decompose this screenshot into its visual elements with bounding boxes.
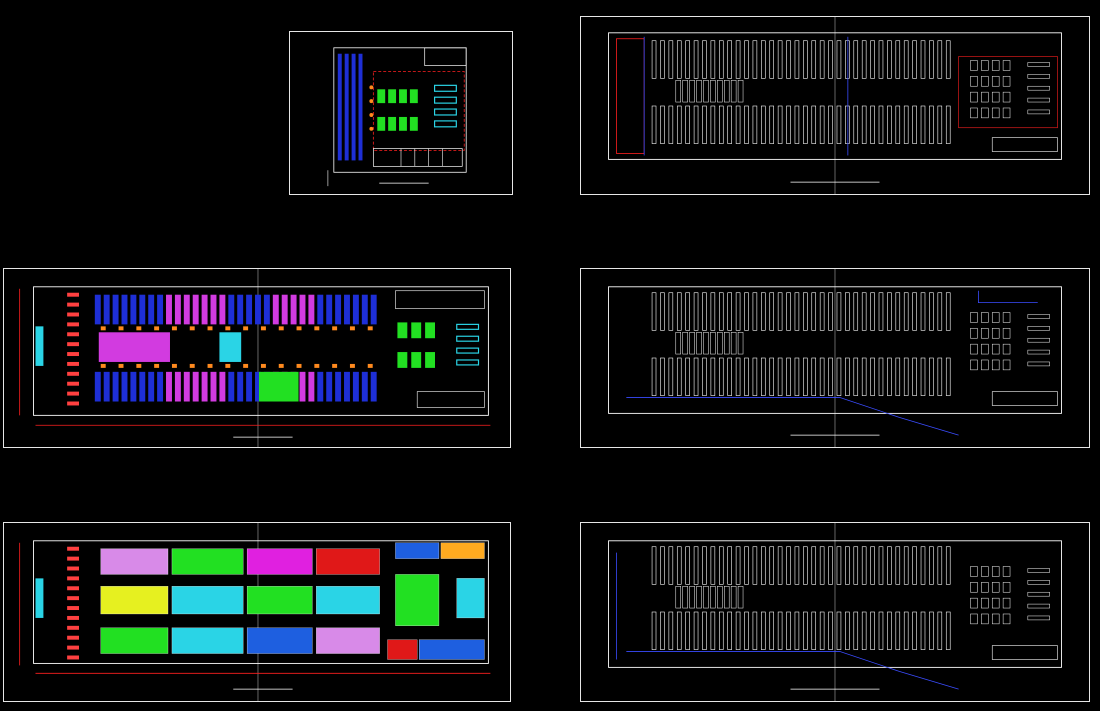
zoning-block — [100, 548, 169, 575]
sheet-zoning-plan[interactable] — [3, 522, 511, 702]
zoning-plan-drawing — [19, 523, 491, 701]
checkout-column — [67, 292, 79, 406]
produce-green — [397, 322, 435, 368]
zoning-block — [395, 542, 440, 559]
zoning-block — [456, 578, 485, 619]
checkout-column — [67, 546, 79, 660]
zoning-block — [246, 548, 313, 575]
sheet-power-plan[interactable] — [580, 522, 1090, 702]
zoning-block — [171, 627, 244, 654]
fixture-plan-drawing — [608, 17, 1062, 194]
zoning-block — [246, 586, 313, 615]
small-plan-drawing — [327, 47, 467, 187]
cyan-fridges — [433, 84, 457, 128]
zoning-block — [246, 627, 313, 654]
zoning-block — [440, 542, 485, 559]
blue-shelf-rows — [337, 53, 363, 161]
color-shelving-drawing — [19, 269, 491, 447]
power-grid — [651, 546, 1050, 650]
light-grid — [651, 292, 1050, 396]
zoning-block — [316, 627, 380, 654]
zoning-block — [171, 548, 244, 575]
zoning-block — [100, 627, 169, 654]
zoning-block — [100, 586, 169, 615]
fixture-grid — [651, 40, 1050, 144]
sheet-fixture-plan[interactable] — [580, 16, 1090, 195]
green-produce-tables — [377, 89, 418, 131]
sheet-color-shelving-plan[interactable] — [3, 268, 511, 448]
lighting-plan-drawing — [608, 269, 1062, 447]
power-plan-drawing — [608, 523, 1062, 701]
zoning-blocks — [100, 542, 485, 660]
zoning-block — [316, 586, 380, 615]
shelf-rows — [94, 294, 377, 402]
sheet-small-plan[interactable] — [289, 31, 513, 195]
zoning-block — [395, 574, 440, 626]
zoning-block — [171, 586, 244, 615]
zoning-block — [316, 548, 380, 575]
zoning-block — [387, 639, 418, 660]
sheet-lighting-plan[interactable] — [580, 268, 1090, 448]
